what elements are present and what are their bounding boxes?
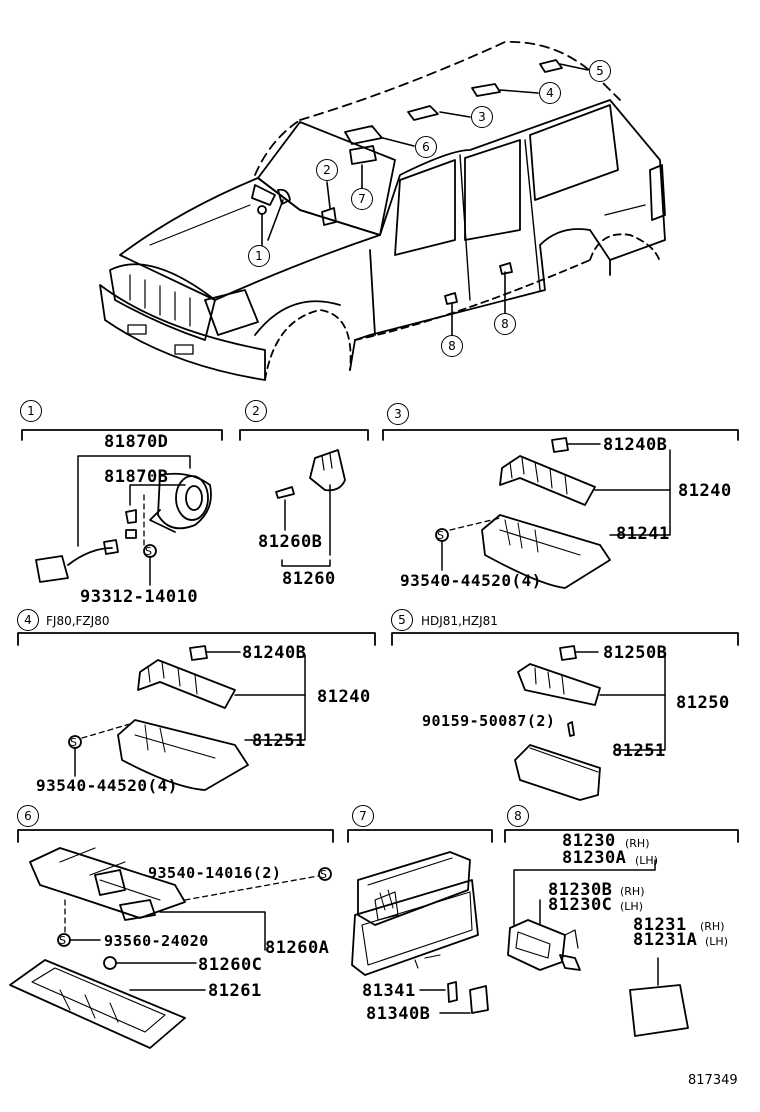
part-93312-14010: 93312-14010	[80, 587, 199, 607]
section3-drawing	[435, 437, 671, 589]
section8-drawing	[507, 859, 689, 1037]
callout-5: 5	[589, 60, 611, 82]
part-93540-44520-s3: 93540-44520(4)	[400, 571, 542, 590]
part-93540-44520-s4: 93540-44520(4)	[36, 776, 178, 795]
callout-1: 1	[248, 245, 270, 267]
part-81230B: 81230B	[548, 880, 613, 900]
part-81251-s4: 81251	[252, 731, 306, 751]
part-81261: 81261	[208, 981, 262, 1001]
part-81341: 81341	[362, 981, 416, 1001]
callout-8-left: 8	[441, 335, 463, 357]
part-93540-14016: 93540-14016(2)	[148, 864, 282, 882]
callout-6: 6	[415, 136, 437, 158]
part-81231-side: (RH)	[700, 920, 725, 933]
part-81260: 81260	[282, 569, 336, 589]
callout-7: 7	[351, 188, 373, 210]
section7-drawing	[351, 851, 489, 1014]
part-81340B: 81340B	[366, 1004, 431, 1024]
callout-4: 4	[539, 82, 561, 104]
section-5-number: 5	[391, 609, 413, 631]
part-81230B-side: (RH)	[620, 885, 645, 898]
part-81260B: 81260B	[258, 532, 323, 552]
part-81230: 81230	[562, 831, 616, 851]
part-93560-24020: 93560-24020	[104, 932, 209, 950]
part-81260A: 81260A	[265, 938, 330, 958]
section4-drawing	[68, 645, 306, 791]
part-81240B-s4: 81240B	[242, 643, 307, 663]
part-81231A-side: (LH)	[705, 935, 728, 948]
part-81230C: 81230C	[548, 895, 613, 915]
callout-3: 3	[471, 106, 493, 128]
section6-drawing	[9, 847, 332, 1049]
section-5-note: HDJ81,HZJ81	[421, 614, 498, 628]
section-1-number: 1	[20, 400, 42, 422]
part-81870D: 81870D	[104, 432, 169, 452]
section-4-number: 4	[17, 609, 39, 631]
section-brackets	[17, 429, 739, 843]
part-81231A: 81231A	[633, 930, 698, 950]
part-81230A: 81230A	[562, 848, 627, 868]
vehicle-illustration	[99, 41, 666, 381]
part-81231: 81231	[633, 915, 687, 935]
screw-symbol: S	[320, 868, 327, 881]
part-81240B-s3: 81240B	[603, 435, 668, 455]
section-3-number: 3	[387, 403, 409, 425]
callout-8-right: 8	[494, 313, 516, 335]
part-90159-50087: 90159-50087(2)	[422, 712, 556, 730]
section1-drawing	[35, 455, 212, 586]
part-81240-s3: 81240	[678, 481, 732, 501]
section5-drawing	[514, 645, 666, 801]
section-4-note: FJ80,FZJ80	[46, 614, 110, 628]
part-81230C-side: (LH)	[620, 900, 643, 913]
section2-drawing	[275, 449, 346, 567]
part-81250: 81250	[676, 693, 730, 713]
overview-leaders	[261, 63, 589, 336]
section-6-number: 6	[17, 805, 39, 827]
part-81230A-side: (LH)	[635, 854, 658, 867]
document-number: 817349	[688, 1073, 738, 1088]
section-2-number: 2	[245, 400, 267, 422]
section-8-number: 8	[507, 805, 529, 827]
part-81260C: 81260C	[198, 955, 263, 975]
screw-symbol: S	[70, 736, 77, 749]
screw-symbol: S	[145, 545, 152, 558]
part-81870B: 81870B	[104, 467, 169, 487]
part-81240-s4: 81240	[317, 687, 371, 707]
part-81230-side: (RH)	[625, 837, 650, 850]
callout-2: 2	[316, 159, 338, 181]
part-81241: 81241	[616, 524, 670, 544]
part-81250B: 81250B	[603, 643, 668, 663]
section-7-number: 7	[352, 805, 374, 827]
part-81251-s5: 81251	[612, 741, 666, 761]
screw-symbol: S	[59, 934, 66, 947]
screw-symbol: S	[437, 529, 444, 542]
